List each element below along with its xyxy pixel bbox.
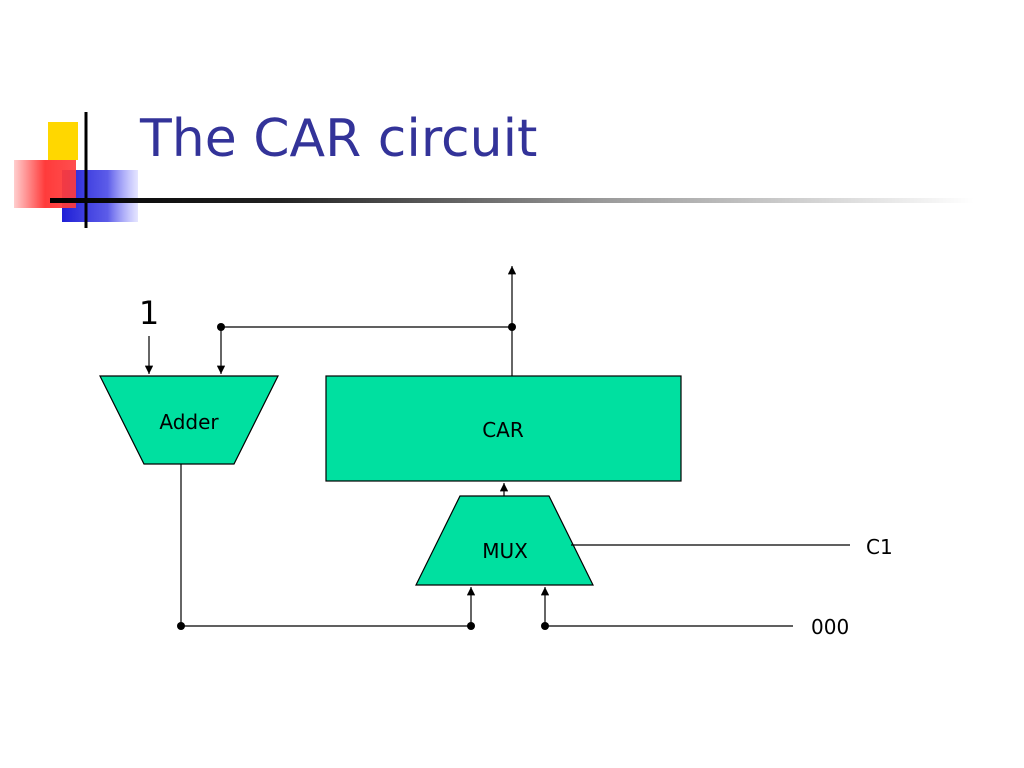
mux-block bbox=[415, 495, 594, 586]
page-title: The CAR circuit bbox=[140, 109, 538, 169]
title-rule bbox=[50, 198, 974, 203]
input-one-label: 1 bbox=[139, 294, 159, 332]
junction-dot bbox=[467, 622, 475, 630]
adder-label: Adder bbox=[159, 410, 219, 434]
junction-dot bbox=[217, 323, 225, 331]
junction-dot bbox=[541, 622, 549, 630]
car-label: CAR bbox=[482, 418, 524, 442]
junction-dot bbox=[177, 622, 185, 630]
adder-block bbox=[99, 375, 279, 465]
car-register-block bbox=[325, 375, 682, 482]
mux-label: MUX bbox=[482, 539, 528, 563]
control-label: C1 bbox=[866, 535, 893, 559]
constant-label: 000 bbox=[811, 615, 849, 639]
logo-yellow-square bbox=[48, 122, 78, 160]
junction-dot bbox=[508, 323, 516, 331]
